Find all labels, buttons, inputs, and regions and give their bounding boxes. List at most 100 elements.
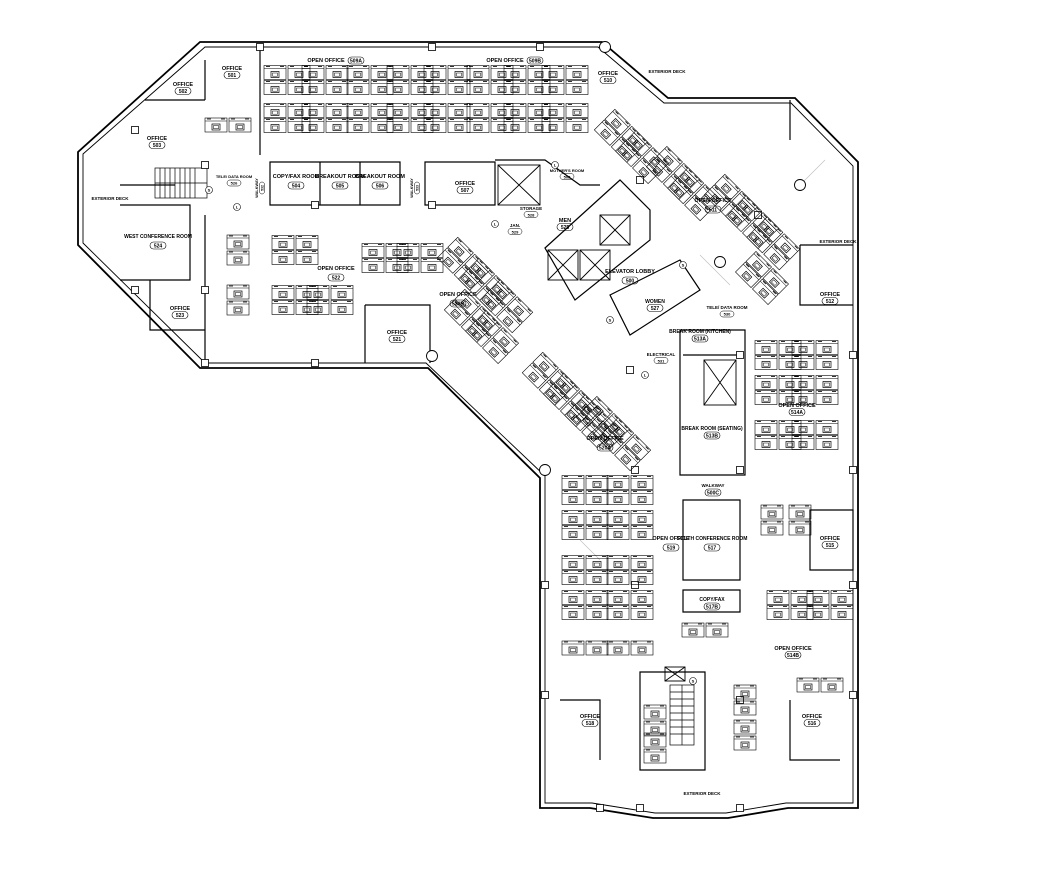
svg-text:WEST CONFERENCE ROOM: WEST CONFERENCE ROOM (124, 234, 192, 240)
exterior-wall (77, 41, 859, 819)
svg-text:L: L (554, 163, 557, 168)
svg-text:BREAKOUT ROOM: BREAKOUT ROOM (355, 174, 405, 180)
room-label-504: COPY/FAX ROOM 504 (273, 174, 320, 190)
svg-text:OFFICE: OFFICE (170, 306, 190, 312)
room-label-501: OFFICE 501 (222, 66, 242, 79)
svg-text:526: 526 (231, 181, 238, 186)
room-label-529: JAN. 529 (507, 223, 523, 235)
svg-text:507: 507 (461, 188, 470, 194)
deck-label-ne: EXTERIOR DECK (648, 69, 686, 74)
svg-text:508: 508 (564, 174, 571, 179)
svg-text:521: 521 (393, 337, 402, 343)
circle-tag-icon: S L L L S S L S (205, 161, 697, 685)
svg-text:EXTERIOR DECK: EXTERIOR DECK (91, 196, 129, 201)
svg-text:JAN.: JAN. (510, 223, 520, 228)
svg-text:504: 504 (292, 184, 301, 190)
svg-text:OPEN OFFICE: OPEN OFFICE (586, 436, 624, 442)
room-label-517b: COPY/FAX 517B (699, 597, 725, 611)
svg-text:514B: 514B (787, 653, 799, 659)
svg-text:OPEN OFFICE: OPEN OFFICE (778, 403, 816, 409)
room-label-509b: OPEN OFFICE 509B (486, 56, 544, 65)
svg-text:OFFICE: OFFICE (802, 714, 822, 720)
svg-text:533: 533 (416, 185, 420, 191)
svg-text:OPEN OFFICE: OPEN OFFICE (439, 292, 477, 298)
room-label-519: OPEN OFFICE 519 (652, 536, 690, 552)
svg-text:S: S (208, 188, 211, 193)
room-label-525: MEN 525 (556, 218, 574, 231)
svg-text:506: 506 (376, 184, 385, 190)
svg-text:OPEN OFFICE: OPEN OFFICE (652, 536, 690, 542)
svg-text:OPEN OFFICE: OPEN OFFICE (774, 646, 812, 652)
svg-text:WALKWAY: WALKWAY (410, 178, 414, 198)
room-label-503: OFFICE 503 (147, 136, 167, 149)
svg-text:COPY/FAX ROOM: COPY/FAX ROOM (273, 174, 320, 180)
deck-label-west: EXTERIOR DECK (91, 196, 129, 201)
svg-text:BREAK ROOM (KITCHEN): BREAK ROOM (KITCHEN) (669, 329, 731, 335)
svg-text:OPEN OFFICE: OPEN OFFICE (486, 58, 524, 64)
svg-text:EXTERIOR DECK: EXTERIOR DECK (683, 791, 721, 796)
room-label-514a: OPEN OFFICE 514A (778, 403, 816, 416)
svg-text:530: 530 (724, 312, 731, 317)
room-label-500: ELEVATOR LOBBY 500 (605, 269, 655, 285)
svg-text:OFFICE: OFFICE (387, 330, 407, 336)
svg-text:503: 503 (153, 143, 162, 149)
svg-text:532: 532 (261, 185, 265, 191)
room-labels: OFFICE 501 OFFICE 502 OFFICE 503 COPY/FA… (91, 56, 857, 796)
svg-text:EXTERIOR DECK: EXTERIOR DECK (648, 69, 686, 74)
svg-text:531: 531 (658, 358, 665, 363)
svg-text:OPEN OFFICE: OPEN OFFICE (317, 266, 355, 272)
svg-text:OFFICE: OFFICE (147, 136, 167, 142)
svg-text:MEN: MEN (559, 218, 571, 224)
room-label-521: OFFICE 521 (387, 330, 407, 343)
svg-text:L: L (236, 205, 239, 210)
room-label-520a: OPEN OFFICE 520A (586, 436, 624, 452)
svg-text:EXTERIOR DECK: EXTERIOR DECK (819, 239, 857, 244)
room-label-508: MOTHER'S ROOM 508 (550, 168, 585, 180)
room-label-530: TELE/ DATA ROOM 530 (707, 305, 748, 318)
svg-text:515: 515 (826, 543, 835, 549)
svg-text:513A: 513A (694, 337, 706, 343)
deck-label-east: EXTERIOR DECK (819, 239, 857, 244)
room-label-517: SOUTH CONFERENCE ROOM 517 (677, 536, 748, 552)
svg-text:502: 502 (179, 89, 188, 95)
svg-text:OFFICE: OFFICE (222, 66, 242, 72)
svg-text:S: S (692, 679, 695, 684)
interior-walls (120, 47, 854, 771)
room-label-526: TELE/ DATA ROOM 526 (216, 174, 253, 187)
room-label-513a: BREAK ROOM (KITCHEN) 513A (669, 329, 731, 343)
svg-text:529: 529 (512, 229, 519, 234)
room-label-505: BREAKOUT ROOM 505 (315, 174, 365, 190)
room-label-533: WALKWAY 533 (410, 178, 420, 198)
svg-text:SOUTH CONFERENCE ROOM: SOUTH CONFERENCE ROOM (677, 536, 748, 542)
room-label-527: WOMEN 527 (645, 299, 665, 312)
svg-text:509B: 509B (529, 59, 541, 65)
svg-text:L: L (494, 222, 497, 227)
stairs-icon (154, 167, 695, 746)
svg-text:ELEVATOR LOBBY: ELEVATOR LOBBY (605, 269, 655, 275)
room-label-511: OPEN OFFICE 511 (694, 198, 732, 214)
svg-text:510: 510 (604, 78, 613, 84)
svg-text:OFFICE: OFFICE (455, 181, 475, 187)
room-label-506: BREAKOUT ROOM 506 (355, 174, 405, 190)
room-label-528: STORAGE 528 (520, 206, 542, 218)
svg-text:500C: 500C (707, 491, 719, 497)
svg-text:OPEN OFFICE: OPEN OFFICE (307, 58, 345, 64)
room-label-514b: OPEN OFFICE 514B (774, 646, 812, 659)
svg-text:L: L (644, 373, 647, 378)
svg-text:513B: 513B (706, 434, 718, 440)
svg-text:518: 518 (586, 721, 595, 727)
elevator-shafts (497, 164, 737, 682)
svg-text:OFFICE: OFFICE (598, 71, 618, 77)
svg-text:OFFICE: OFFICE (580, 714, 600, 720)
svg-text:BREAK ROOM (SEATING): BREAK ROOM (SEATING) (681, 426, 743, 432)
svg-text:OFFICE: OFFICE (820, 536, 840, 542)
svg-text:505: 505 (336, 184, 345, 190)
room-label-516: OFFICE 516 (802, 714, 822, 727)
room-label-513b: BREAK ROOM (SEATING) 513B (681, 426, 743, 440)
svg-text:509A: 509A (350, 59, 362, 65)
svg-text:524: 524 (154, 244, 163, 250)
room-label-502: OFFICE 502 (173, 82, 193, 95)
svg-text:523: 523 (176, 313, 185, 319)
svg-text:OPEN OFFICE: OPEN OFFICE (694, 198, 732, 204)
